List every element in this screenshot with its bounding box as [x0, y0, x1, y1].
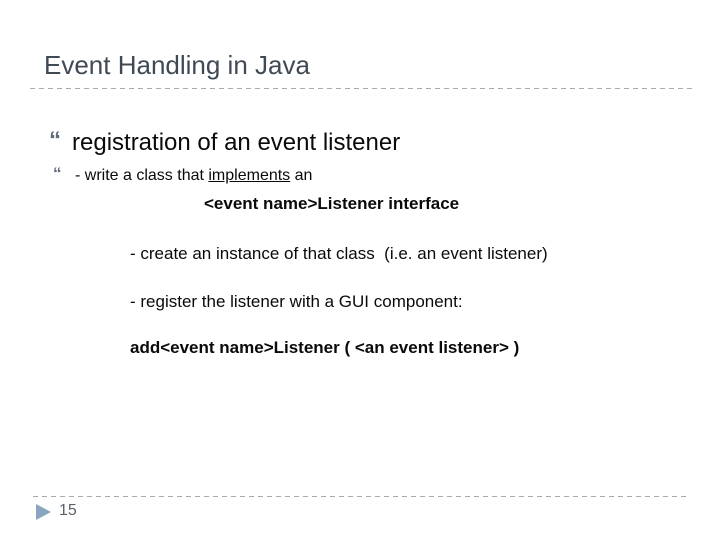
page-number: 15 — [59, 502, 77, 519]
footer-dashed-divider — [33, 496, 688, 497]
create-instance-line: - create an instance of that class (i.e.… — [130, 244, 548, 263]
add-listener-code-line: add<event name>Listener ( <an event list… — [130, 338, 520, 357]
register-listener-line: - register the listener with a GUI compo… — [130, 292, 463, 311]
bullet-item-registration: registration of an event listener — [72, 129, 401, 156]
bullet-quote-icon: “ — [49, 127, 61, 154]
bullet-item-write-class: - write a class that implements an — [75, 166, 312, 186]
interface-name-line: <event name>Listener interface — [204, 194, 460, 213]
slide-title: Event Handling in Java — [44, 50, 310, 80]
bullet-item-write-class-pre: - write a class that — [75, 167, 209, 184]
bullet-item-write-class-underlined: implements — [208, 167, 291, 184]
bullet-quote-icon: “ — [53, 164, 62, 183]
bullet-item-write-class-post: an — [290, 167, 313, 184]
title-dashed-divider — [30, 88, 692, 89]
page-marker-triangle-icon — [36, 504, 51, 520]
